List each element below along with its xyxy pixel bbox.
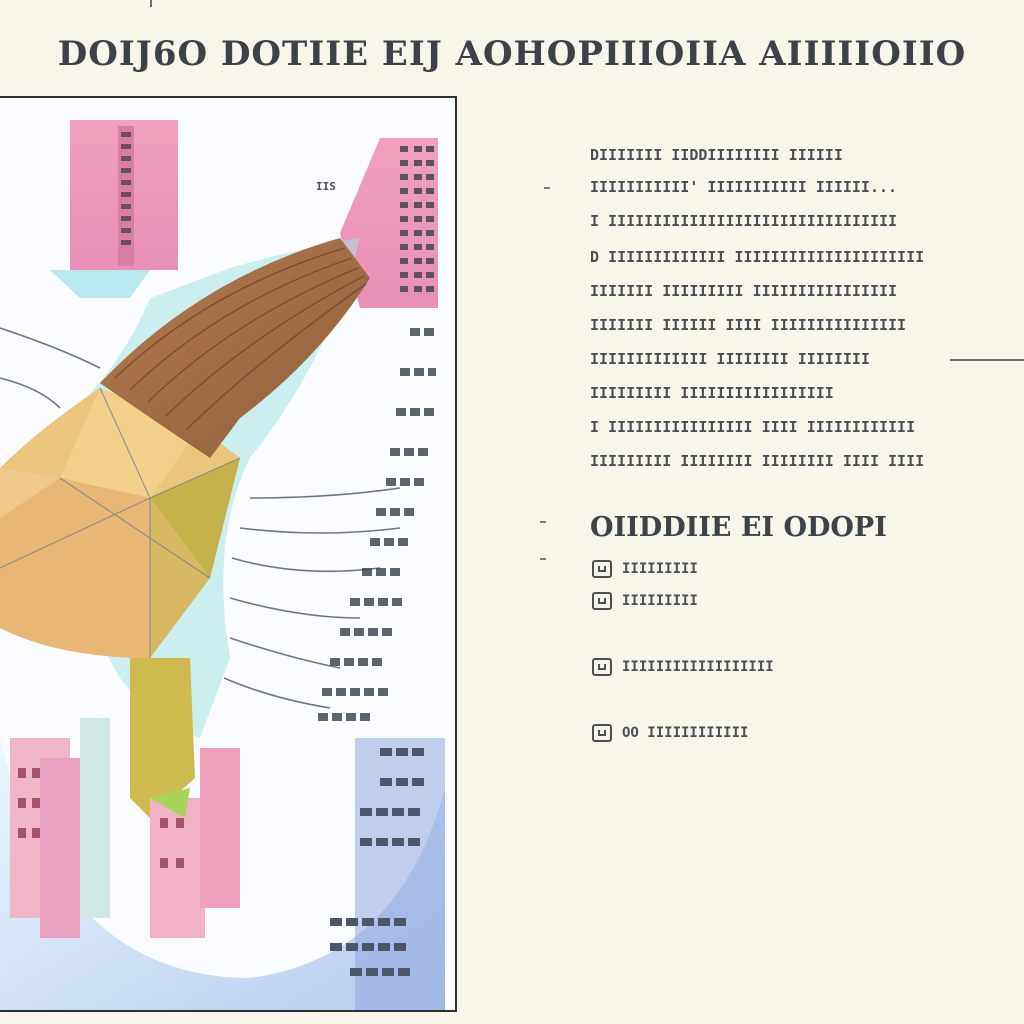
building-grid <box>318 328 436 721</box>
legend-label: OO IIIIIIIIIIII <box>622 724 749 741</box>
text-line: I IIIIIIIIIIIIIIII IIII IIIIIIIIIIII <box>590 418 916 436</box>
illustration-label: IIS <box>316 180 336 193</box>
illustration-panel: IIS <box>0 96 457 1012</box>
text-panel: DIIIIIII IIDDIIIIIIII IIIIII IIIIIIIIIII… <box>540 140 1024 760</box>
pink-city <box>10 718 240 938</box>
text-line: IIIIIIIIIIIII IIIIIIII IIIIIIII <box>590 350 870 368</box>
divider-rule <box>950 359 1024 361</box>
top-edge-tick <box>150 0 152 7</box>
blue-building <box>330 748 424 976</box>
text-line: DIIIIIII IIDDIIIIIIII IIIIII <box>590 146 843 164</box>
bullet-dot <box>540 558 546 560</box>
chart-icon <box>592 723 612 742</box>
wood-wedge <box>100 238 370 458</box>
text-line: IIIIIII IIIIII IIII IIIIIIIIIIIIIII <box>590 316 907 334</box>
legend-item: IIIIIIIIIIIIIIIIII <box>592 656 774 678</box>
legend-label: IIIIIIIII <box>622 592 698 609</box>
section-heading: OIIDDIIE EI ODOPI <box>590 512 887 543</box>
pink-tower-left <box>50 120 178 298</box>
strand-lines <box>0 327 401 709</box>
bullet-dot <box>540 521 546 523</box>
legend-item: IIIIIIIII <box>592 590 698 612</box>
text-line: IIIIIIIII IIIIIIIIIIIIIIIII <box>590 384 834 402</box>
legend-label: IIIIIIIIIIIIIIIIII <box>622 658 774 675</box>
illustration-image: IIS <box>0 120 445 1010</box>
text-line: IIIIIIIIIII' IIIIIIIIIII IIIIII... <box>590 178 898 196</box>
chart-icon <box>592 591 612 610</box>
text-line: I IIIIIIIIIIIIIIIIIIIIIIIIIIIIIIII <box>590 212 898 230</box>
pink-tower-right <box>340 138 438 308</box>
chart-icon <box>592 559 612 578</box>
legend-item: OO IIIIIIIIIIII <box>592 722 748 744</box>
bullet-dot <box>544 187 550 189</box>
text-line: IIIIIII IIIIIIIII IIIIIIIIIIIIIIII <box>590 282 898 300</box>
legend-item: IIIIIIIII <box>592 558 698 580</box>
chart-icon <box>592 657 612 676</box>
text-line: IIIIIIIII IIIIIIII IIIIIIII IIII IIII <box>590 452 925 470</box>
text-line: D IIIIIIIIIIIII IIIIIIIIIIIIIIIIIIIII <box>590 248 925 266</box>
page-title: DOIJ6O DOTIIE EIJ AOHOPIIIOIIA AIIIIIOII… <box>57 34 967 74</box>
legend-label: IIIIIIIII <box>622 560 698 577</box>
